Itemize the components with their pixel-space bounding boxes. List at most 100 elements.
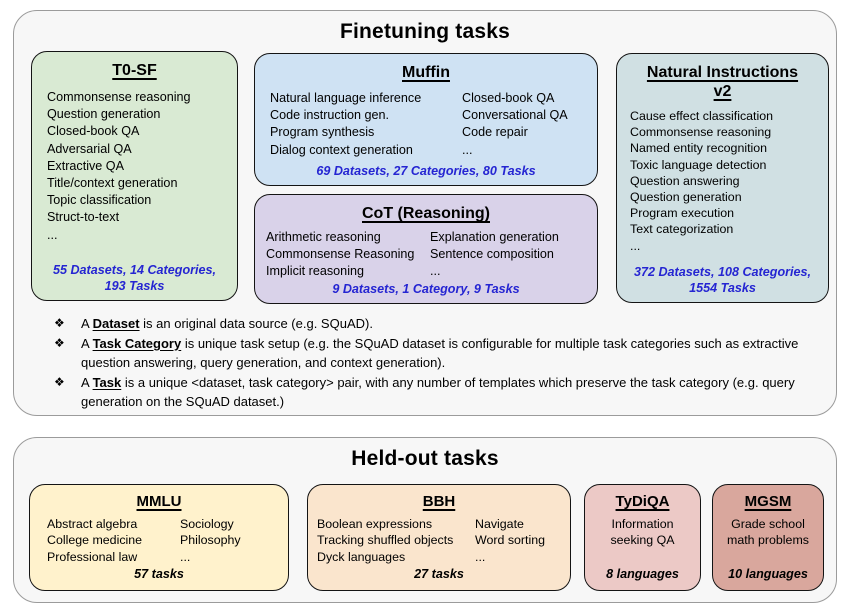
task-item: Code repair [462, 125, 528, 140]
t0sf-summary: 55 Datasets, 14 Categories, 193 Tasks [52, 263, 217, 293]
mgsm-title: MGSM [744, 493, 792, 510]
bbh-title: BBH [422, 493, 456, 510]
heldout-panel-title: Held-out tasks [351, 447, 499, 470]
definition-before: A [81, 374, 93, 390]
task-item: Closed-book QA [47, 124, 140, 139]
task-item: Closed-book QA [462, 91, 555, 105]
definition-term: Dataset [92, 316, 140, 331]
tydiqa-summary: 8 languages [606, 567, 679, 581]
definition-term: Task [92, 374, 122, 390]
definition-after: is unique task setup (e.g. the SQuAD dat… [81, 335, 799, 371]
diamond-bullet-icon: ❖ [54, 374, 65, 389]
muffin-task-list-right: Closed-book QA Conversational QA Code repa… [462, 90, 568, 159]
definition-after: is an original data source (e.g. SQuAD). [139, 316, 373, 331]
task-item: Adversarial QA [47, 141, 132, 156]
task-item: Cause effect classification [630, 109, 774, 123]
task-item: Title/context generation [47, 176, 178, 191]
task-item: Conversational QA [462, 108, 568, 123]
task-item: Sentence composition [430, 247, 554, 262]
t0sf-title: T0-SF [112, 62, 157, 79]
niv2-summary: 372 Datasets, 108 Categories, 1554 Tasks [633, 265, 812, 295]
task-item: Extractive QA [47, 158, 124, 173]
task-item: Commonsense reasoning [47, 90, 191, 104]
task-item: Implicit reasoning [266, 264, 364, 279]
task-item: Text categorization [630, 222, 734, 237]
task-item: Abstract algebra [47, 517, 138, 531]
task-item: ... [430, 264, 441, 279]
task-item: Sociology [180, 517, 234, 531]
task-item: Toxic language detection [630, 157, 767, 172]
tydiqa-title: TyDiQA [615, 493, 670, 510]
task-item: ... [462, 142, 473, 157]
task-item: Navigate [475, 517, 524, 531]
natural-instructions-v2-box: Natural Instructions v2 Cause effect cla… [616, 53, 829, 303]
task-item: Commonsense Reasoning [266, 247, 415, 262]
definition-bullet-task: ❖ A Task is a unique <dataset, task cate… [54, 373, 816, 412]
task-item: ... [180, 549, 191, 564]
definition-text: A Dataset is an original data source (e.… [81, 314, 816, 334]
definition-bullet-dataset: ❖ A Dataset is an original data source (… [54, 314, 816, 334]
task-item: Word sorting [475, 533, 546, 548]
task-item: Named entity recognition [630, 141, 768, 156]
mgsm-description: Grade school math problems [727, 517, 809, 547]
definition-bullet-task-category: ❖ A Task Category is unique task setup (… [54, 334, 816, 373]
mgsm-summary: 10 languages [728, 567, 808, 581]
task-item: Explanation generation [430, 230, 559, 244]
task-item: Boolean expressions [317, 517, 433, 531]
finetuning-panel-title: Finetuning tasks [339, 20, 511, 43]
diamond-bullet-icon: ❖ [54, 335, 65, 350]
task-item: ... [475, 549, 486, 564]
niv2-title: Natural Instructions v2 [646, 64, 799, 100]
task-item: Question answering [630, 173, 740, 188]
bbh-summary: 27 tasks [414, 567, 464, 581]
task-item: ... [47, 227, 58, 242]
task-item: Question generation [47, 107, 161, 122]
task-item: College medicine [47, 533, 143, 548]
definition-after: is a unique <dataset, task category> pai… [81, 374, 795, 410]
finetuning-panel: Finetuning tasks T0-SF Commonsense reaso… [13, 10, 837, 416]
definition-term: Task Category [92, 335, 182, 351]
mgsm-box: MGSM Grade school math problems 10 langu… [712, 484, 824, 591]
task-item: Question generation [630, 190, 742, 205]
mmlu-summary: 57 tasks [134, 567, 184, 581]
task-item: Dyck languages [317, 549, 406, 564]
cot-summary: 9 Datasets, 1 Category, 9 Tasks [332, 282, 520, 296]
task-item: Arithmetic reasoning [266, 230, 381, 244]
task-item: Program synthesis [270, 125, 375, 140]
tydiqa-description: Information seeking QA [610, 517, 675, 547]
task-item: ... [630, 238, 641, 253]
task-item: Commonsense reasoning [630, 125, 772, 140]
task-item: Natural language inference [270, 91, 422, 105]
mmlu-title: MMLU [136, 493, 182, 510]
task-item: Struct-to-text [47, 210, 120, 225]
definition-text: A Task is a unique <dataset, task catego… [81, 373, 816, 412]
diamond-bullet-icon: ❖ [54, 316, 65, 330]
cot-title: CoT (Reasoning) [362, 205, 490, 222]
task-item: Professional law [47, 549, 138, 564]
tydiqa-box: TyDiQA Information seeking QA 8 language… [584, 484, 701, 591]
definition-list: ❖ A Dataset is an original data source (… [54, 314, 816, 412]
task-item: Philosophy [180, 533, 241, 548]
task-item: Dialog context generation [270, 142, 413, 157]
task-item: Topic classification [47, 193, 152, 208]
muffin-title: Muffin [402, 64, 450, 81]
definition-before: A [81, 335, 93, 351]
task-item: Code instruction gen. [270, 108, 390, 123]
definition-before: A [81, 316, 93, 331]
